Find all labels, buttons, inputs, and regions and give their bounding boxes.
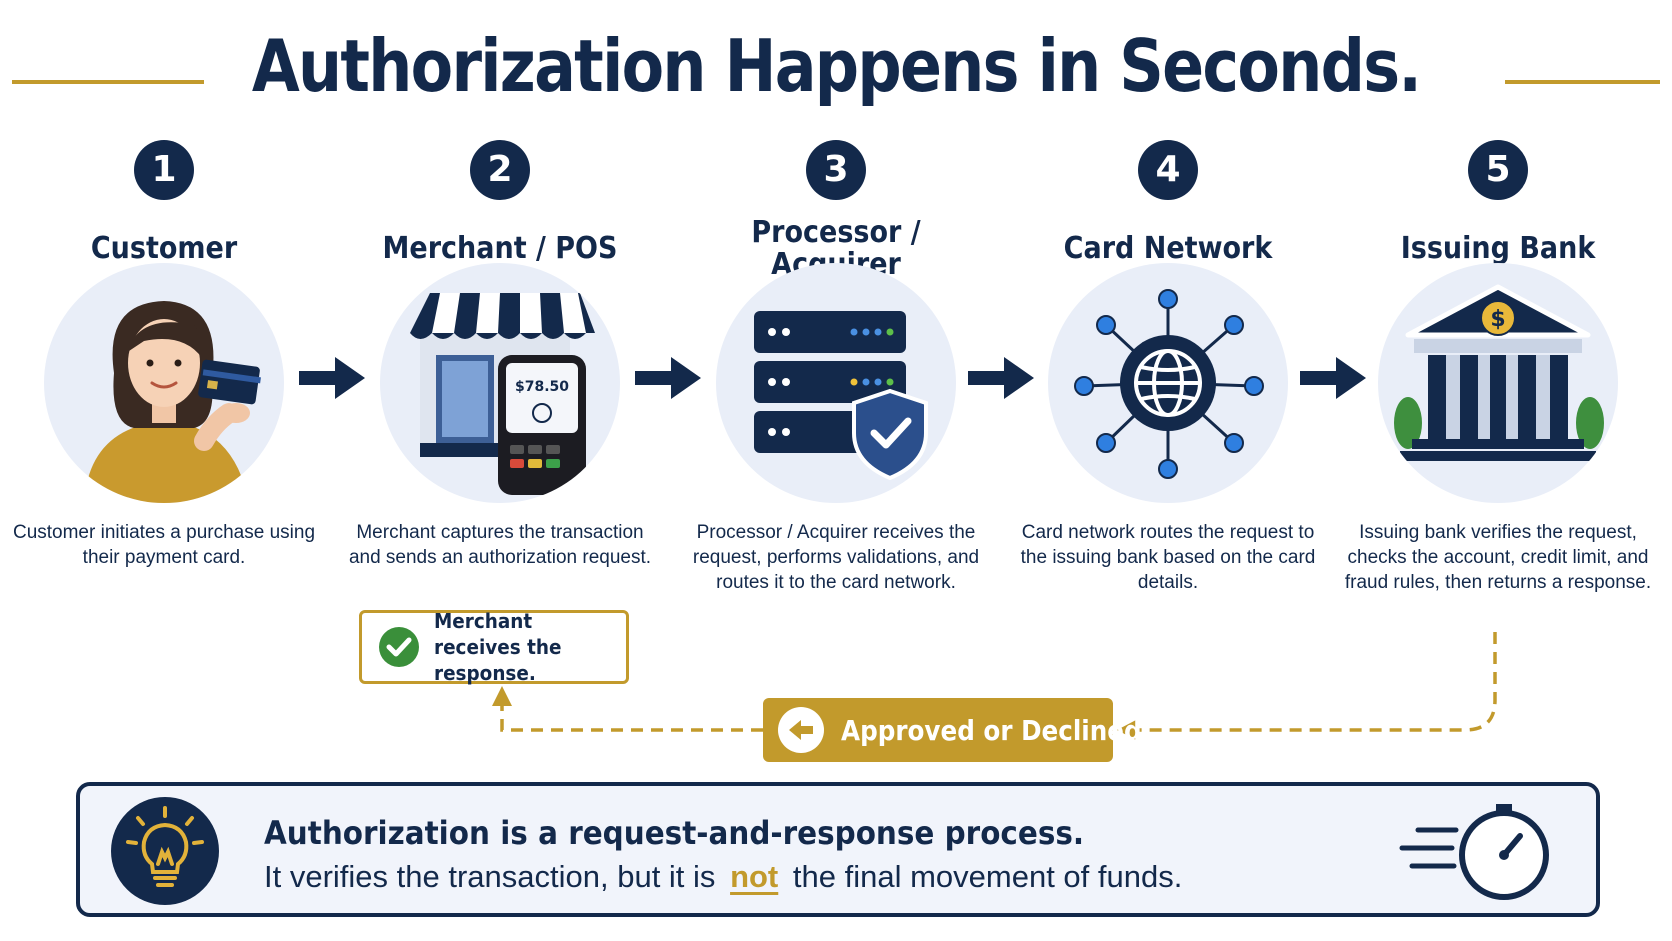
step-label: Customer	[90, 231, 238, 266]
flow-arrow-icon	[299, 357, 365, 399]
step-number: 2	[470, 140, 530, 200]
step-description: Processor / Acquirer receives the reques…	[692, 522, 980, 593]
storefront-pos-terminal-icon: $78.50	[380, 263, 620, 503]
title-rule-right	[1505, 80, 1660, 84]
bank-symbol: $	[1490, 307, 1505, 332]
merchant-response-text: Merchant receives the response.	[434, 609, 562, 685]
step-description: Customer initiates a purchase using thei…	[12, 522, 316, 568]
fast-stopwatch-icon	[1399, 804, 1549, 900]
flow-arrow-icon	[1300, 357, 1366, 399]
step-merchant: 2 Merchant / POS $78.50 Merchant capture…	[340, 140, 660, 568]
step-label: Card Network	[1063, 231, 1273, 266]
step-customer: 1 Customer Customer initiates a purchase…	[4, 140, 324, 568]
page-title: Authorization Happens in Seconds.	[251, 24, 1422, 108]
header: Authorization Happens in Seconds.	[0, 14, 1672, 124]
pos-amount: $78.50	[515, 379, 569, 395]
step-card-network: 4 Card Network Card net	[1008, 140, 1328, 593]
step-issuing-bank: 5 Issuing Bank $ Issuing bank verifies t…	[1338, 140, 1658, 593]
check-circle-icon	[379, 627, 419, 667]
arrow-left-icon	[778, 707, 824, 753]
summary-text-after: the final movement of funds.	[792, 859, 1183, 894]
globe-network-icon	[1048, 263, 1288, 503]
step-number: 3	[806, 140, 866, 200]
merchant-response-callout: Merchant receives the response.	[359, 609, 629, 685]
flow-arrow-icon	[635, 357, 701, 399]
step-label: Merchant / POS	[382, 231, 618, 266]
step-description: Issuing bank verifies the request, check…	[1344, 522, 1652, 593]
summary-text: It verifies the transaction, but it is n…	[264, 859, 1182, 895]
step-description: Card network routes the request to the i…	[1020, 522, 1316, 593]
summary-text-before: It verifies the transaction, but it is	[264, 859, 716, 894]
lightbulb-icon	[111, 797, 219, 905]
step-number: 1	[134, 140, 194, 200]
server-shield-icon	[716, 263, 956, 503]
customer-with-card-icon	[44, 263, 284, 503]
summary-headline: Authorization is a request-and-response …	[264, 814, 1085, 852]
step-description: Merchant captures the transaction and se…	[348, 522, 652, 568]
flow-arrow-icon	[968, 357, 1034, 399]
approved-declined-text: Approved or Declined	[841, 713, 1142, 747]
approved-declined-badge: Approved or Declined	[763, 698, 1142, 762]
summary-panel: Authorization is a request-and-response …	[76, 782, 1600, 917]
summary-emphasis: not	[730, 859, 779, 894]
step-number: 4	[1138, 140, 1198, 200]
step-processor: 3 Processor / Acquirer Processor / Acqui…	[676, 140, 996, 593]
step-number: 5	[1468, 140, 1528, 200]
title-rule-left	[12, 80, 204, 84]
bank-building-icon: $	[1378, 263, 1618, 503]
step-label: Issuing Bank	[1400, 231, 1596, 266]
